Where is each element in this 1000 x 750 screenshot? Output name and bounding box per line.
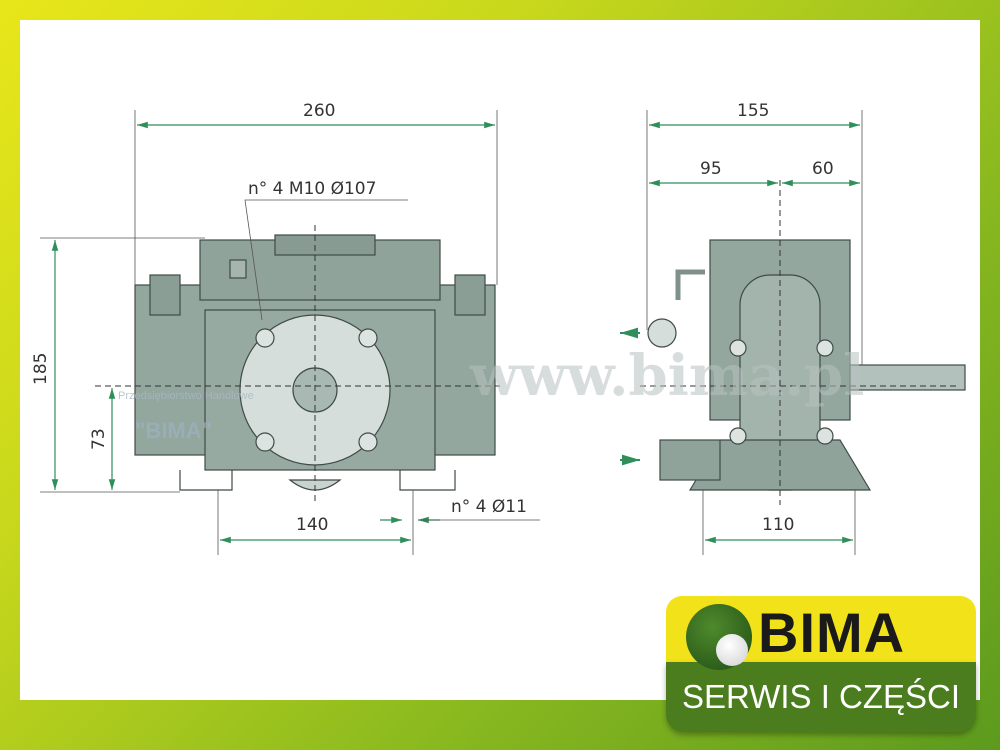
technical-drawing: www.bima.pl Przedsiębiorstwo Handlowe "B… xyxy=(31,101,966,555)
dimension-lines xyxy=(40,110,863,555)
watermark-name: "BIMA" xyxy=(135,418,212,443)
dim-side-base: 110 xyxy=(762,515,794,535)
logo-white-ball-icon xyxy=(716,634,748,666)
dim-front-mount-spacing: 140 xyxy=(296,515,328,535)
drawing-panel: www.bima.pl Przedsiębiorstwo Handlowe "B… xyxy=(20,20,980,700)
dim-front-center-height: 73 xyxy=(89,428,109,450)
pump-front-view xyxy=(134,234,496,491)
dim-front-height: 185 xyxy=(31,353,51,385)
logo-bottom-band xyxy=(666,662,976,732)
front-centerlines xyxy=(95,225,500,505)
logo-name: BIMA xyxy=(758,601,906,664)
watermark-company: Przedsiębiorstwo Handlowe xyxy=(118,390,254,402)
dim-front-holes: n° 4 Ø11 xyxy=(451,497,527,517)
dim-front-flange: n° 4 M10 Ø107 xyxy=(248,179,376,199)
dim-side-width: 155 xyxy=(737,101,769,121)
dim-front-width: 260 xyxy=(303,101,335,121)
bima-logo: BIMA SERWIS I CZĘŚCI xyxy=(666,596,976,736)
side-centerlines xyxy=(640,180,960,505)
watermark-url: www.bima.pl xyxy=(469,343,864,409)
dim-side-right: 60 xyxy=(812,159,834,179)
logo-tagline: SERWIS I CZĘŚCI xyxy=(681,678,961,715)
dim-side-left: 95 xyxy=(700,159,722,179)
